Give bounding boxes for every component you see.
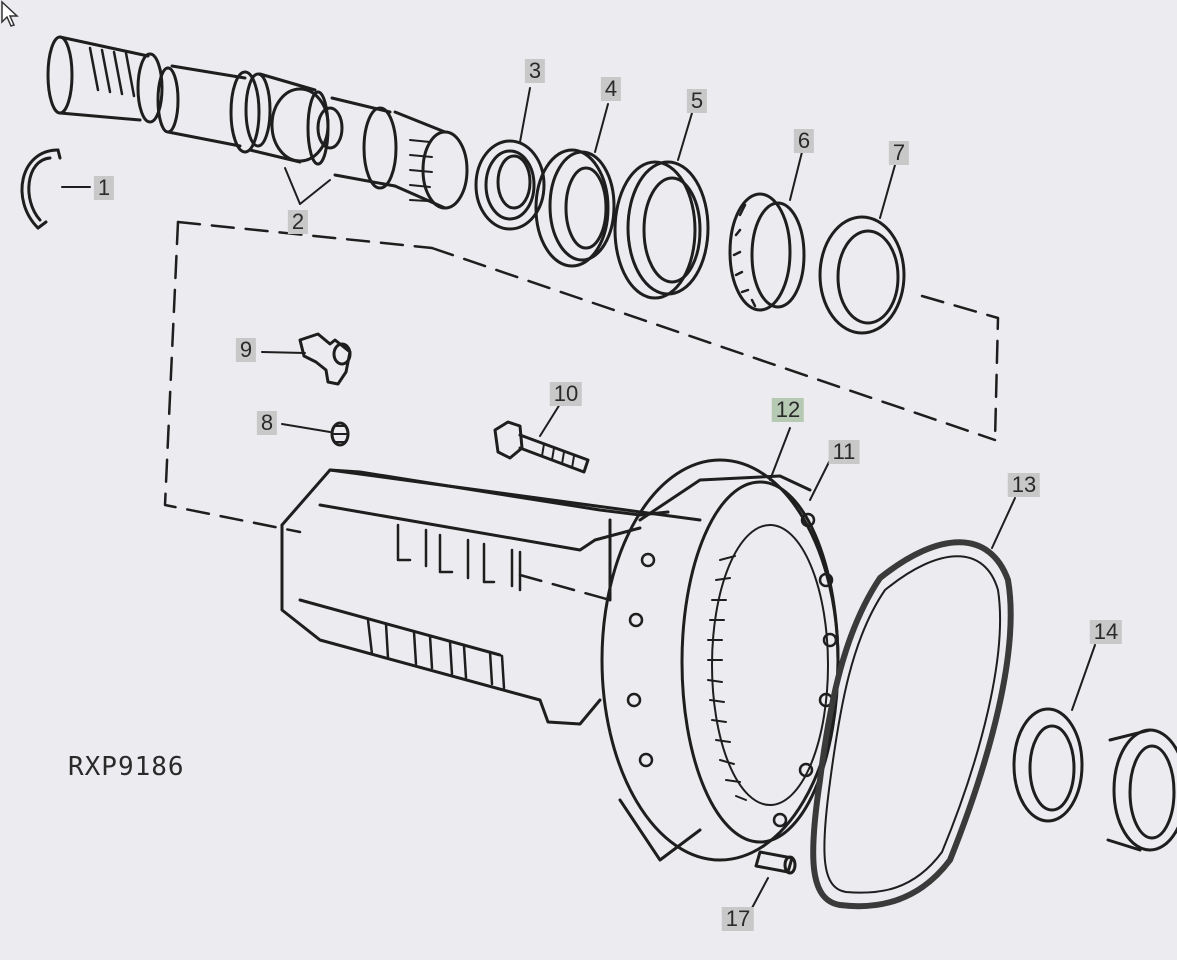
grease-fitting-part-9 <box>261 332 352 386</box>
callout-8: 8 <box>256 411 278 435</box>
callout-12: 12 <box>771 398 805 422</box>
dashed-assembly-outline <box>163 220 1000 602</box>
callout-4: 4 <box>600 77 622 101</box>
gasket-part-13 <box>810 497 1016 910</box>
callout-17: 17 <box>721 907 755 931</box>
bearing-cone-part-6 <box>728 151 806 312</box>
callout-1: 1 <box>93 176 115 200</box>
callout-6: 6 <box>793 129 815 153</box>
callout-3: 3 <box>524 59 546 83</box>
snap-ring-part-1 <box>20 148 91 230</box>
seal-part-14 <box>1012 644 1177 852</box>
dowel-pin-part-17 <box>751 850 797 909</box>
callout-10: 10 <box>549 382 583 406</box>
bolt-part-10 <box>493 403 590 474</box>
seal-ring-part-4 <box>534 103 616 268</box>
mouse-cursor-icon <box>1 0 19 27</box>
axle-housing <box>280 427 840 862</box>
callout-5: 5 <box>686 89 708 113</box>
seal-part-3 <box>474 87 546 231</box>
bearing-cup-part-7 <box>818 164 906 335</box>
bearing-cup-part-5 <box>613 112 710 300</box>
figure-code: RXP9186 <box>68 752 185 782</box>
callout-2: 2 <box>287 210 309 234</box>
callout-11: 11 <box>828 440 860 464</box>
callout-9: 9 <box>235 338 257 362</box>
shaft-part-2 <box>46 35 469 210</box>
callout-7: 7 <box>888 141 910 165</box>
callout-13: 13 <box>1007 473 1041 497</box>
callout-14: 14 <box>1089 620 1123 644</box>
plug-part-8 <box>281 421 350 447</box>
